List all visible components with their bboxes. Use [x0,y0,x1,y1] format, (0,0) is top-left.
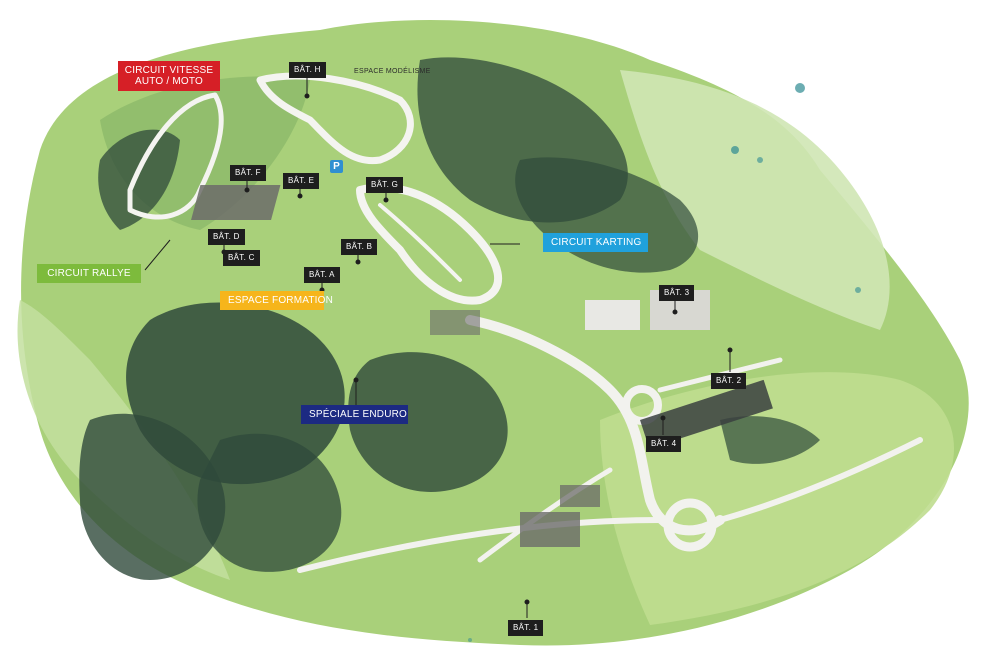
label-speciale-enduro[interactable]: SPÉCIALE ENDURO [301,405,408,424]
buildings [191,185,773,547]
circuit-rallye-track [127,92,224,220]
parking-icon[interactable]: P [330,160,343,173]
label-espace-formation[interactable]: ESPACE FORMATION [220,291,333,310]
circuit-vitesse-track [256,72,414,165]
label-bat-c[interactable]: BÂT. C [223,250,260,266]
label-bat-a[interactable]: BÂT. A [304,267,340,283]
label-bat-d[interactable]: BÂT. D [208,229,245,245]
label-bat-e[interactable]: BÂT. E [283,173,320,189]
label-bat-h[interactable]: BÂT. H [289,62,326,78]
label-bat-1[interactable]: BÂT. 1 [508,620,544,636]
label-bat-f[interactable]: BÂT. F [230,165,266,181]
label-bat-g[interactable]: BÂT. G [366,177,404,193]
label-circuit-vitesse[interactable]: CIRCUIT VITESSE AUTO / MOTO [118,61,220,91]
label-circuit-karting[interactable]: CIRCUIT KARTING [543,233,648,252]
label-circuit-vitesse-line2: AUTO / MOTO [135,76,203,87]
racetracks [127,72,502,305]
label-bat-2[interactable]: BÂT. 2 [711,373,747,389]
circuit-karting-track [356,183,502,305]
label-circuit-rallye[interactable]: CIRCUIT RALLYE [37,264,141,283]
label-bat-4[interactable]: BÂT. 4 [646,436,682,452]
forest [79,57,820,580]
label-bat-3[interactable]: BÂT. 3 [659,285,695,301]
label-espace-modelisme[interactable]: ESPACE MODÉLISME [354,68,431,75]
label-bat-b[interactable]: BÂT. B [341,239,378,255]
label-circuit-vitesse-line1: CIRCUIT VITESSE [124,65,214,76]
